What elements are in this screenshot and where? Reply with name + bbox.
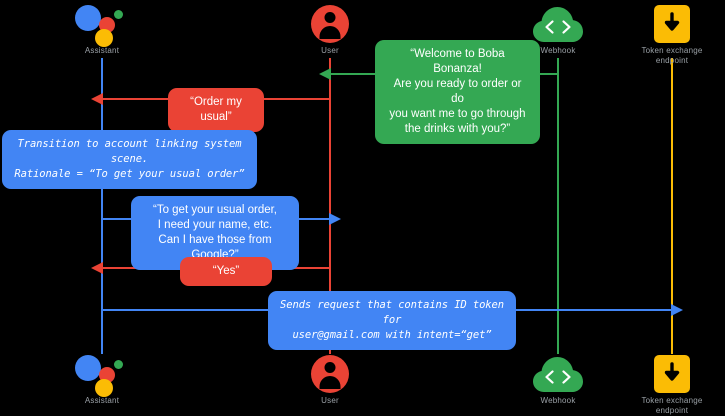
actor-webhook-bottom[interactable]: Webhook <box>498 352 618 406</box>
download-box-icon <box>612 2 725 46</box>
actor-assistant-top[interactable]: Assistant <box>42 2 162 56</box>
user-avatar-icon <box>270 2 390 46</box>
actor-token-bottom[interactable]: Token exchange endpoint <box>612 352 725 416</box>
actor-user-top[interactable]: User <box>270 2 390 56</box>
lifeline-webhook <box>557 58 559 354</box>
message-send-id-token[interactable]: Sends request that contains ID token for… <box>268 291 516 350</box>
lifeline-user <box>329 58 331 354</box>
actor-token-top[interactable]: Token exchange endpoint <box>612 2 725 66</box>
cloud-code-icon <box>498 352 618 396</box>
message-yes[interactable]: “Yes” <box>180 257 272 286</box>
actor-assistant-bottom[interactable]: Assistant <box>42 352 162 406</box>
actor-user-bottom[interactable]: User <box>270 352 390 406</box>
actor-label-user: User <box>321 46 339 55</box>
actor-label-token: Token exchange endpoint <box>641 46 703 65</box>
actor-webhook-top[interactable]: Webhook <box>498 2 618 56</box>
actor-label-assistant: Assistant <box>84 396 120 405</box>
google-assistant-icon <box>42 352 162 397</box>
message-transition-note[interactable]: Transition to account linking system sce… <box>2 130 257 189</box>
actor-label-webhook: Webhook <box>540 396 576 405</box>
lifeline-token <box>671 58 673 354</box>
cloud-code-icon <box>498 2 618 46</box>
user-avatar-icon <box>270 352 390 396</box>
actor-label-assistant: Assistant <box>84 46 120 55</box>
lifeline-assistant <box>101 58 103 354</box>
message-ask-for-name[interactable]: “To get your usual order, I need your na… <box>131 196 299 270</box>
message-welcome[interactable]: “Welcome to Boba Bonanza! Are you ready … <box>375 40 540 144</box>
actor-label-user: User <box>321 396 339 405</box>
actor-label-webhook: Webhook <box>540 46 576 55</box>
download-box-icon <box>612 352 725 396</box>
message-order-my-usual[interactable]: “Order my usual” <box>168 88 264 132</box>
google-assistant-icon <box>42 2 162 47</box>
actor-label-token: Token exchange endpoint <box>641 396 703 415</box>
